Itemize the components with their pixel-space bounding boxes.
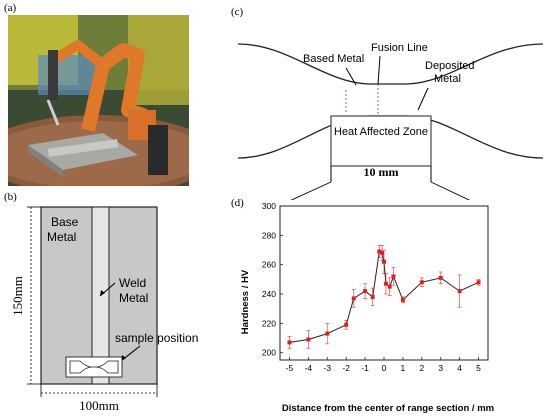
y-tick-label: 280 bbox=[262, 230, 276, 240]
panel-label-a: (a) bbox=[4, 2, 17, 14]
based-metal-arrow bbox=[345, 67, 357, 86]
haz-label: Heat Affected Zone bbox=[334, 126, 428, 138]
x-tick-label: 5 bbox=[476, 363, 481, 373]
data-point bbox=[306, 337, 311, 342]
upper-profile bbox=[237, 43, 544, 85]
weld-profile-diagram: Based Metal Fusion Line Deposited Metal … bbox=[237, 42, 544, 200]
hardness-chart: -5 -4 -3 -2 -1 0 1 2 3 4 5 200 220 240 260 280 300 Dista… bbox=[240, 201, 494, 414]
weld-metal-label-2: Metal bbox=[119, 291, 148, 305]
x-tick-label: 3 bbox=[438, 363, 443, 373]
y-tick-label: 220 bbox=[262, 318, 276, 328]
sample-dogbone bbox=[69, 360, 119, 374]
width-label: 100mm bbox=[79, 398, 119, 413]
data-point bbox=[419, 280, 424, 285]
haz-box bbox=[330, 115, 432, 167]
data-point bbox=[351, 296, 356, 301]
zoom-line-right bbox=[430, 181, 471, 200]
sample-position-label: sample position bbox=[115, 331, 198, 345]
x-tick-label: 1 bbox=[401, 363, 406, 373]
data-point bbox=[380, 250, 385, 255]
plate-schematic: Base Metal Weld Metal sample position 15… bbox=[10, 206, 198, 413]
x-tick-label: -3 bbox=[323, 363, 331, 373]
weld-arrow-head bbox=[100, 290, 105, 296]
x-tick-label: 0 bbox=[382, 363, 387, 373]
deposited-metal-label-1: Deposited bbox=[425, 60, 475, 72]
data-point bbox=[325, 331, 330, 336]
panel-label-b: (b) bbox=[4, 191, 17, 203]
base-metal-label-2: Metal bbox=[47, 230, 76, 244]
data-point bbox=[387, 284, 392, 289]
panel-label-c: (c) bbox=[231, 6, 244, 18]
x-tick-label: -1 bbox=[361, 363, 369, 373]
x-tick-label: 4 bbox=[457, 363, 462, 373]
y-tick-label: 300 bbox=[262, 201, 276, 211]
data-point bbox=[370, 294, 375, 299]
panel-label-d: (d) bbox=[231, 197, 244, 209]
y-axis-label: Hardness / HV bbox=[240, 269, 251, 334]
series-line bbox=[289, 250, 479, 343]
based-metal-label: Based Metal bbox=[303, 53, 364, 65]
x-tick-label: -4 bbox=[305, 363, 313, 373]
weld-metal-label-1: Weld bbox=[119, 276, 146, 290]
x-axis-label: Distance from the center of range sectio… bbox=[282, 403, 494, 414]
data-point bbox=[400, 297, 405, 302]
data-point bbox=[377, 249, 382, 254]
data-point bbox=[363, 289, 368, 294]
x-tick-label: -2 bbox=[342, 363, 350, 373]
height-label: 150mm bbox=[10, 276, 25, 316]
x-tick-label: -5 bbox=[286, 363, 294, 373]
y-tick-label: 240 bbox=[262, 289, 276, 299]
welding-robot-photo bbox=[8, 15, 189, 186]
zoom-line-left bbox=[290, 181, 332, 200]
data-point bbox=[383, 281, 388, 286]
base-metal-label-1: Base bbox=[51, 215, 79, 229]
deposited-metal-label-2: Metal bbox=[434, 73, 461, 85]
data-point bbox=[287, 340, 292, 345]
data-point bbox=[457, 289, 462, 294]
data-point bbox=[382, 259, 386, 264]
data-point bbox=[391, 274, 396, 279]
y-tick-label: 260 bbox=[262, 260, 276, 270]
fusion-line-arrow bbox=[377, 55, 381, 85]
data-point bbox=[476, 280, 481, 285]
x-tick-label: 2 bbox=[419, 363, 424, 373]
fusion-line-label: Fusion Line bbox=[371, 42, 428, 54]
y-tick-label: 200 bbox=[262, 348, 276, 358]
haz-width-label: 10 mm bbox=[364, 165, 399, 179]
data-point bbox=[344, 322, 349, 327]
deposited-arrow bbox=[417, 87, 429, 111]
data-point bbox=[438, 275, 443, 280]
